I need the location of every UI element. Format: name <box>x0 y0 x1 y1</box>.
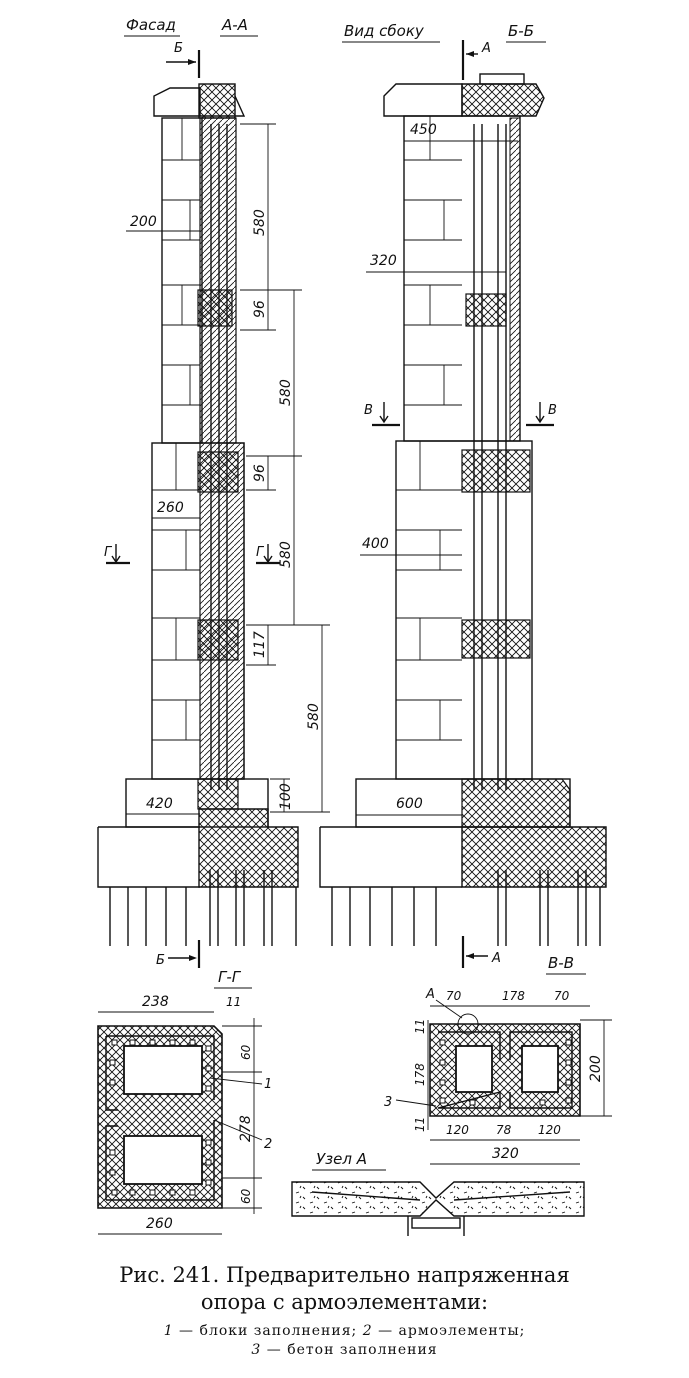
dim-g-238: 238 <box>142 994 169 1010</box>
dim-580-a: 580 <box>252 209 268 236</box>
mark-b-top: Б <box>174 41 183 56</box>
dim-g-60-a: 60 <box>239 1044 253 1060</box>
dim-320: 320 <box>370 253 397 269</box>
dim-100: 100 <box>278 783 294 810</box>
legend-text-1: — блоки заполнения; <box>173 1323 363 1339</box>
section-vv: В-В А 70 178 70 200 11 178 11 3 120 78 <box>384 954 612 1165</box>
dim-v-178-a: 178 <box>502 989 525 1003</box>
dim-g-260: 260 <box>146 1216 173 1232</box>
mark-g-left: Г <box>104 545 113 560</box>
dim-v-11-a: 11 <box>413 1019 427 1034</box>
dim-v-78: 78 <box>496 1123 512 1137</box>
label-gg: Г-Г <box>218 968 242 986</box>
label-bb: Б-Б <box>508 22 534 40</box>
callout-2: 2 <box>264 1137 272 1152</box>
legend-num-2: 2 <box>362 1323 373 1339</box>
mark-b-bottom: Б <box>156 953 165 968</box>
dim-580-c: 580 <box>278 541 294 568</box>
dim-580-d: 580 <box>306 703 322 730</box>
legend-line-1: 1 — блоки заполнения; 2 — армоэлементы; <box>0 1322 689 1341</box>
dim-v-120-b: 120 <box>538 1123 561 1137</box>
dim-200: 200 <box>130 214 157 230</box>
facade-view: Фасад А-А Б <box>97 16 330 968</box>
callout-3: 3 <box>384 1095 392 1110</box>
dim-v-11-b: 11 <box>413 1117 427 1132</box>
mark-v-right: В <box>548 403 557 418</box>
mark-v-left: В <box>364 403 373 418</box>
pier-drawing: Фасад А-А Б <box>97 16 612 1236</box>
dim-v-70-b: 70 <box>554 989 570 1003</box>
callout-1: 1 <box>264 1077 272 1092</box>
dim-260: 260 <box>157 500 184 516</box>
label-vv: В-В <box>548 954 574 972</box>
dim-v-178-b: 178 <box>413 1063 427 1086</box>
dim-450: 450 <box>410 122 437 138</box>
caption-line-1: Рис. 241. Предварительно напряженная <box>119 1263 570 1287</box>
dim-96-b: 96 <box>252 464 268 482</box>
callout-a: А <box>425 987 435 1002</box>
mark-g-right: Г <box>256 545 265 560</box>
dim-96-a: 96 <box>252 300 268 318</box>
dim-g-278: 278 <box>238 1115 254 1142</box>
label-uzel: Узел А <box>316 1150 367 1168</box>
figure-caption: Рис. 241. Предварительно напряженная опо… <box>0 1262 689 1316</box>
dim-400: 400 <box>362 536 389 552</box>
legend-num-1: 1 <box>163 1323 174 1339</box>
dim-g-60-b: 60 <box>239 1188 253 1204</box>
node-a-detail: Узел А <box>291 1150 585 1236</box>
label-aa: А-А <box>221 16 248 34</box>
section-gg: Г-Г 238 11 60 278 <box>97 968 272 1235</box>
legend-line-2: 3 — бетон заполнения <box>0 1341 689 1360</box>
dim-v-70-a: 70 <box>446 989 462 1003</box>
label-vid-sboku: Вид сбоку <box>344 22 425 40</box>
dim-v-120-a: 120 <box>446 1123 469 1137</box>
dim-v-200: 200 <box>588 1055 604 1082</box>
mark-a-bottom: А <box>491 951 501 966</box>
caption-line-2: опора с армоэлементами: <box>200 1290 489 1314</box>
mark-a-top: А <box>481 41 491 56</box>
figure-legend: 1 — блоки заполнения; 2 — армоэлементы; … <box>0 1322 689 1360</box>
label-fasad: Фасад <box>126 16 176 34</box>
dim-580-b: 580 <box>278 379 294 406</box>
dim-g-11: 11 <box>226 995 241 1009</box>
dim-117: 117 <box>252 631 268 658</box>
dim-v-320: 320 <box>492 1146 519 1162</box>
legend-text-2: — армоэлементы; <box>372 1323 526 1339</box>
legend-text-3: — бетон заполнения <box>261 1342 438 1358</box>
dim-420: 420 <box>146 796 173 812</box>
side-view: Вид сбоку Б-Б А 450 <box>319 22 607 968</box>
dim-600: 600 <box>396 796 423 812</box>
legend-num-3: 3 <box>251 1342 262 1358</box>
